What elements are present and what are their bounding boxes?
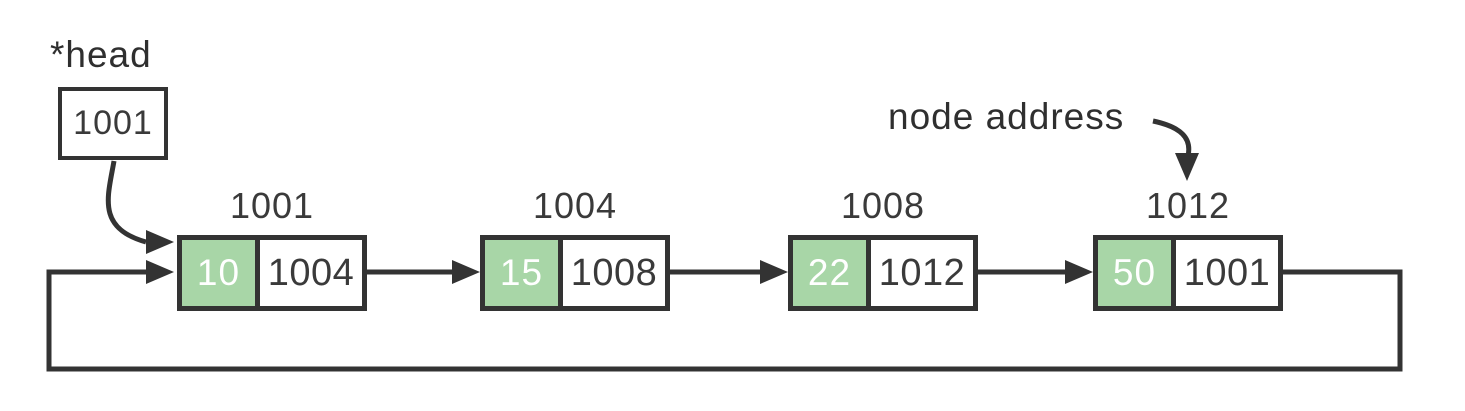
- node-address-arrow: [1152, 118, 1192, 157]
- node-3-address-label: 1008: [840, 185, 926, 226]
- node-1-next-cell: 1004: [255, 240, 362, 306]
- next-arrowhead-2: [760, 260, 788, 284]
- node-3-data-cell: 22: [793, 240, 866, 306]
- head-pointer-arrowhead: [146, 230, 174, 254]
- node-address-arrowhead: [1175, 153, 1199, 181]
- node-3-next-cell: 1012: [866, 240, 973, 306]
- node-1-box: 10 1004: [177, 235, 367, 311]
- head-pointer-value: 1001: [73, 104, 153, 142]
- next-arrowhead-1: [452, 260, 480, 284]
- node-3-box: 22 1012: [788, 235, 978, 311]
- node-4: 1012 50 1001: [1093, 186, 1283, 311]
- head-pointer-box: 1001: [58, 87, 168, 160]
- node-address-annotation: node address: [888, 96, 1125, 137]
- node-3: 1008 22 1012: [788, 186, 978, 311]
- node-1: 1001 10 1004: [177, 186, 367, 311]
- node-2: 1004 15 1008: [480, 186, 670, 311]
- node-2-data-cell: 15: [485, 240, 558, 306]
- next-arrowhead-3: [1065, 260, 1093, 284]
- head-pointer-arrow: [105, 160, 147, 245]
- node-4-data-cell: 50: [1098, 240, 1171, 306]
- node-1-data-cell: 10: [182, 240, 255, 306]
- node-4-next-cell: 1001: [1171, 240, 1278, 306]
- node-2-next-cell: 1008: [558, 240, 665, 306]
- node-2-box: 15 1008: [480, 235, 670, 311]
- node-2-address-label: 1004: [532, 185, 618, 226]
- node-1-address-label: 1001: [229, 185, 315, 226]
- head-pointer-label: *head: [50, 34, 152, 75]
- loop-back-line: [46, 269, 1403, 372]
- loop-back-arrowhead: [146, 260, 174, 284]
- node-4-address-label: 1012: [1145, 185, 1231, 226]
- node-4-box: 50 1001: [1093, 235, 1283, 311]
